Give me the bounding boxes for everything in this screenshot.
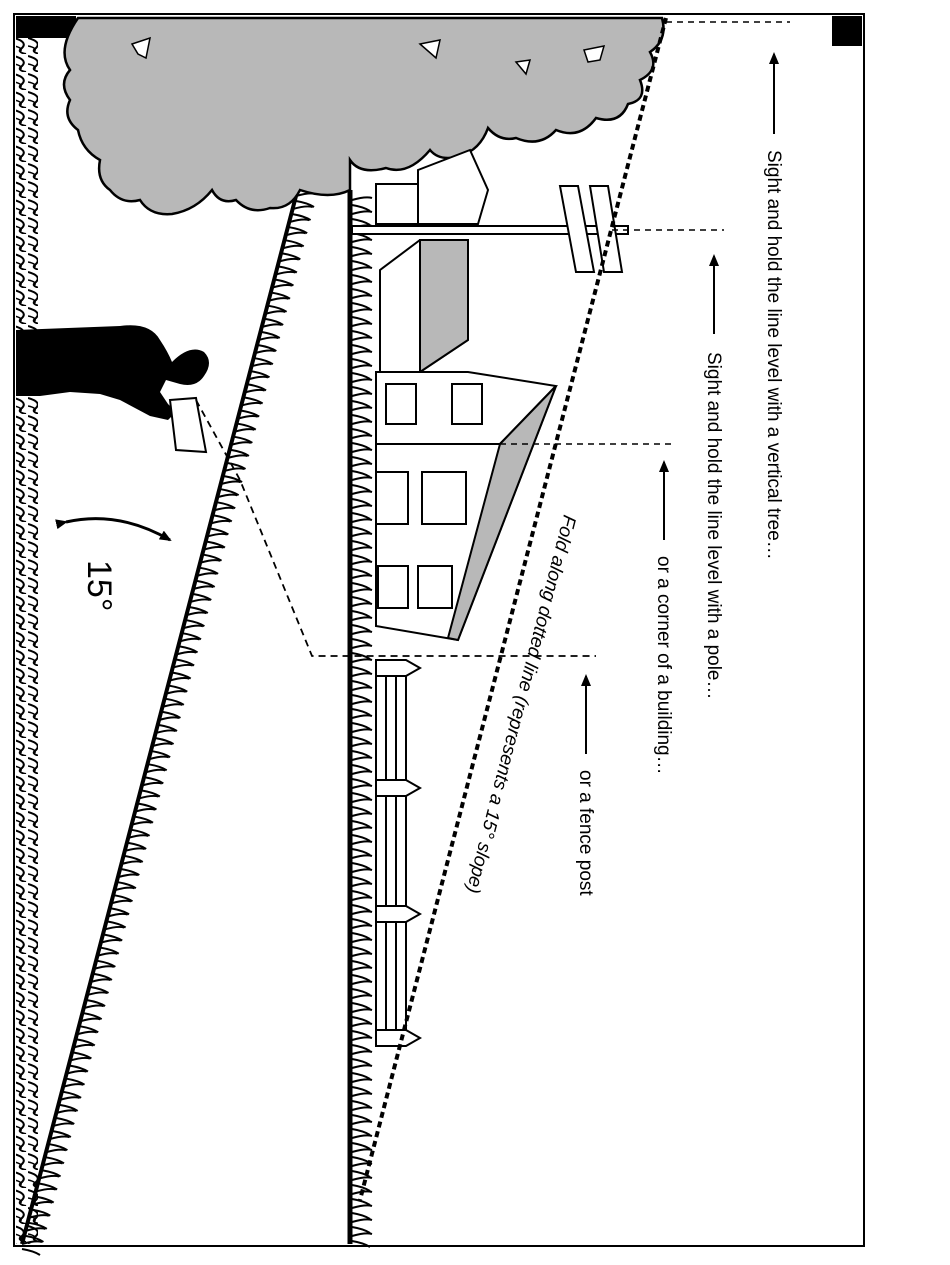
label-fence: or a fence post <box>575 770 596 896</box>
grass-strip-left <box>16 16 38 1244</box>
label-pole: Sight and hold the line level with a pol… <box>703 352 724 700</box>
corner-mark <box>832 16 862 46</box>
label-tree: Sight and hold the line level with a ver… <box>763 150 784 560</box>
angle-label: 15° <box>80 560 118 611</box>
label-building: or a corner of a building… <box>653 556 674 775</box>
